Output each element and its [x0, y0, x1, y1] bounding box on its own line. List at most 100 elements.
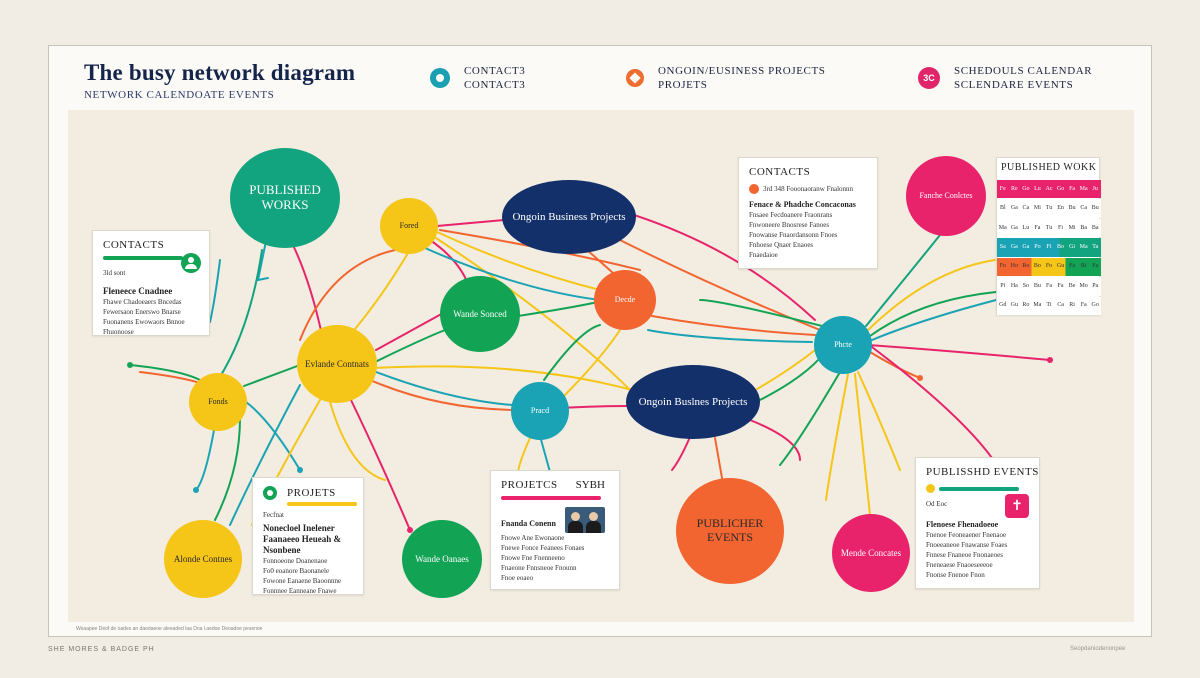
calendar-cell[interactable]: Fa: [1092, 263, 1099, 270]
calendar-cell[interactable]: Ma: [998, 224, 1007, 231]
calendar-cell[interactable]: Ga: [1010, 244, 1018, 250]
calendar-cell[interactable]: Lu: [1034, 185, 1041, 192]
calendar-cell[interactable]: Go: [1056, 185, 1065, 192]
card-line: Fowone Eanaene Baoonnne: [263, 577, 342, 585]
projects-card-left[interactable]: PROJETS Fecfnat Nonecloel Inelener Faana…: [252, 477, 364, 595]
calendar-cell[interactable]: Pa: [1092, 282, 1099, 289]
card-meta: Od Eoc: [926, 500, 948, 508]
calendar-cell[interactable]: Gd: [999, 302, 1007, 309]
calendar-cell[interactable]: Fi: [1046, 244, 1052, 250]
page-subtitle: NETWORK CALENDOATE EVENTS: [84, 89, 275, 101]
card-line: Fneneaese Fnaoeseeeoe: [926, 561, 993, 569]
calendar-cell[interactable]: Po: [1034, 244, 1041, 250]
calendar-cell[interactable]: Tu: [1045, 224, 1053, 231]
node-published-works[interactable]: PUBLISHED WORKS: [230, 148, 340, 248]
calendar-cell[interactable]: So: [1022, 282, 1030, 289]
node-mende-concates[interactable]: Mende Concates: [832, 514, 910, 592]
edge: [435, 237, 631, 391]
edge: [375, 311, 446, 351]
contacts-card-top[interactable]: CONTACTS 3rd 348 Fooonaoranw Fnalonnn Fe…: [738, 157, 878, 269]
calendar-cell[interactable]: Mo: [1079, 282, 1088, 289]
calendar-cell[interactable]: Ga: [1010, 205, 1018, 212]
calendar-cell[interactable]: Fa: [1034, 224, 1041, 231]
calendar-cell[interactable]: En: [1057, 205, 1064, 212]
edge: [867, 344, 1051, 361]
calendar-cell[interactable]: Fa: [1080, 302, 1087, 309]
node-fanche-contacts[interactable]: Fanche Conlctes: [906, 156, 986, 236]
calendar-cell[interactable]: Bo: [1057, 244, 1065, 250]
yellow-dot-icon: [926, 484, 935, 493]
calendar-cell[interactable]: Fe: [999, 185, 1006, 192]
calendar-cell[interactable]: Ro: [1022, 302, 1030, 309]
calendar-cell[interactable]: Ca: [1080, 205, 1087, 212]
calendar-cell[interactable]: Ri: [1069, 302, 1075, 309]
node-phcte[interactable]: Phcte: [814, 316, 872, 374]
calendar-cell[interactable]: Fa: [1057, 282, 1064, 289]
calendar-cell[interactable]: Ha: [1010, 282, 1018, 289]
calendar-cell[interactable]: Lu: [1022, 224, 1030, 231]
calendar-cell[interactable]: Tu: [1045, 205, 1053, 212]
calendar-cell[interactable]: Re: [1010, 185, 1018, 192]
calendar-cell[interactable]: Bo: [1033, 263, 1041, 270]
calendar-cell[interactable]: Go: [1091, 302, 1099, 309]
contacts-card-left[interactable]: CONTACTS 3ld sont Fleneece Cnadnee Fhawe…: [92, 230, 210, 336]
calendar-cell[interactable]: Gu: [1010, 302, 1018, 309]
calendar-cell[interactable]: Fa: [1069, 263, 1076, 270]
calendar-cell[interactable]: Ju: [1092, 185, 1098, 192]
calendar-cell[interactable]: Bu: [1091, 205, 1099, 212]
calendar-cell[interactable]: Fo: [1045, 263, 1053, 270]
calendar-cell[interactable]: Ca: [1022, 205, 1030, 212]
calendar-cell[interactable]: Ri: [1080, 263, 1087, 270]
edge: [349, 397, 411, 531]
calendar-cell[interactable]: Ma: [1033, 302, 1042, 309]
calendar-cell[interactable]: Be: [1068, 282, 1076, 289]
calendar-cell[interactable]: Mi: [1033, 205, 1041, 212]
node-wande-sonced[interactable]: Wande Sonced: [440, 276, 520, 352]
calendar-cell[interactable]: Fa: [1069, 185, 1076, 192]
node-decde[interactable]: Decde: [594, 270, 656, 330]
calendar-cell[interactable]: Fi: [1058, 224, 1064, 231]
node-pracd[interactable]: Pracd: [511, 382, 569, 440]
node-ongoing-business-projects-top[interactable]: Ongoin Business Projects: [502, 180, 636, 254]
calendar-cell[interactable]: Ho: [1010, 263, 1018, 270]
calendar-cell[interactable]: Fo: [999, 263, 1006, 270]
calendar-row: [997, 199, 1101, 218]
calendar-cell[interactable]: Ma: [1079, 244, 1088, 250]
calendar-cell[interactable]: Ga: [1022, 244, 1030, 250]
node-fonds[interactable]: Fonds: [189, 373, 247, 431]
calendar-cell[interactable]: Mi: [1068, 224, 1076, 231]
calendar-row: [997, 218, 1101, 238]
calendar-cell[interactable]: Fa: [1045, 282, 1052, 289]
calendar-cell[interactable]: Bl: [999, 205, 1006, 212]
edge: [854, 373, 871, 516]
calendar-cell[interactable]: Gi: [1069, 244, 1076, 250]
calendar-cell[interactable]: Ta: [1092, 244, 1099, 250]
edge: [825, 373, 849, 501]
calendar-cell[interactable]: Ga: [1010, 224, 1018, 231]
node-ongoin-business-projects-bottom[interactable]: Ongoin Buslnes Projects: [626, 365, 760, 439]
calendar-cell[interactable]: Bu: [1068, 205, 1076, 212]
calendar-cell[interactable]: Pi: [1000, 282, 1006, 289]
card-accent-bar: [939, 486, 1019, 491]
node-fored[interactable]: Fored: [380, 198, 438, 254]
calendar-cell[interactable]: Ca: [1057, 302, 1064, 309]
projects-card-center[interactable]: PROJETCS SYBH Fnanda Conenn Fnowe Ane Ew…: [490, 470, 620, 590]
edge: [871, 299, 997, 341]
calendar-cell[interactable]: Go: [1022, 185, 1030, 192]
calendar-cell[interactable]: Sa: [999, 244, 1006, 250]
calendar-cell[interactable]: Ro: [1022, 263, 1030, 270]
calendar-cell[interactable]: Gu: [1056, 263, 1065, 270]
card-accent-bar: [287, 502, 357, 506]
node-published-events[interactable]: PUBLICHER EVENTS: [676, 478, 784, 584]
published-events-card[interactable]: PUBLISSHD EVENTS Od Eoc ✝ Flenoese Fhena…: [915, 457, 1040, 589]
calendar-cell[interactable]: Ba: [1080, 224, 1087, 231]
calendar-cell[interactable]: Ac: [1045, 185, 1053, 192]
node-evlande-contnats[interactable]: Evlande Contnats: [297, 325, 377, 403]
node-alonde-contnes[interactable]: Alonde Contnes: [164, 520, 242, 598]
node-wande-oanaes[interactable]: Wande Oanaes: [402, 520, 482, 598]
calendar-cell[interactable]: Bu: [1033, 282, 1041, 289]
calendar-cell[interactable]: Ti: [1046, 302, 1052, 309]
calendar-cell[interactable]: Ma: [1079, 185, 1088, 192]
calendar-cell[interactable]: Ba: [1091, 224, 1099, 231]
